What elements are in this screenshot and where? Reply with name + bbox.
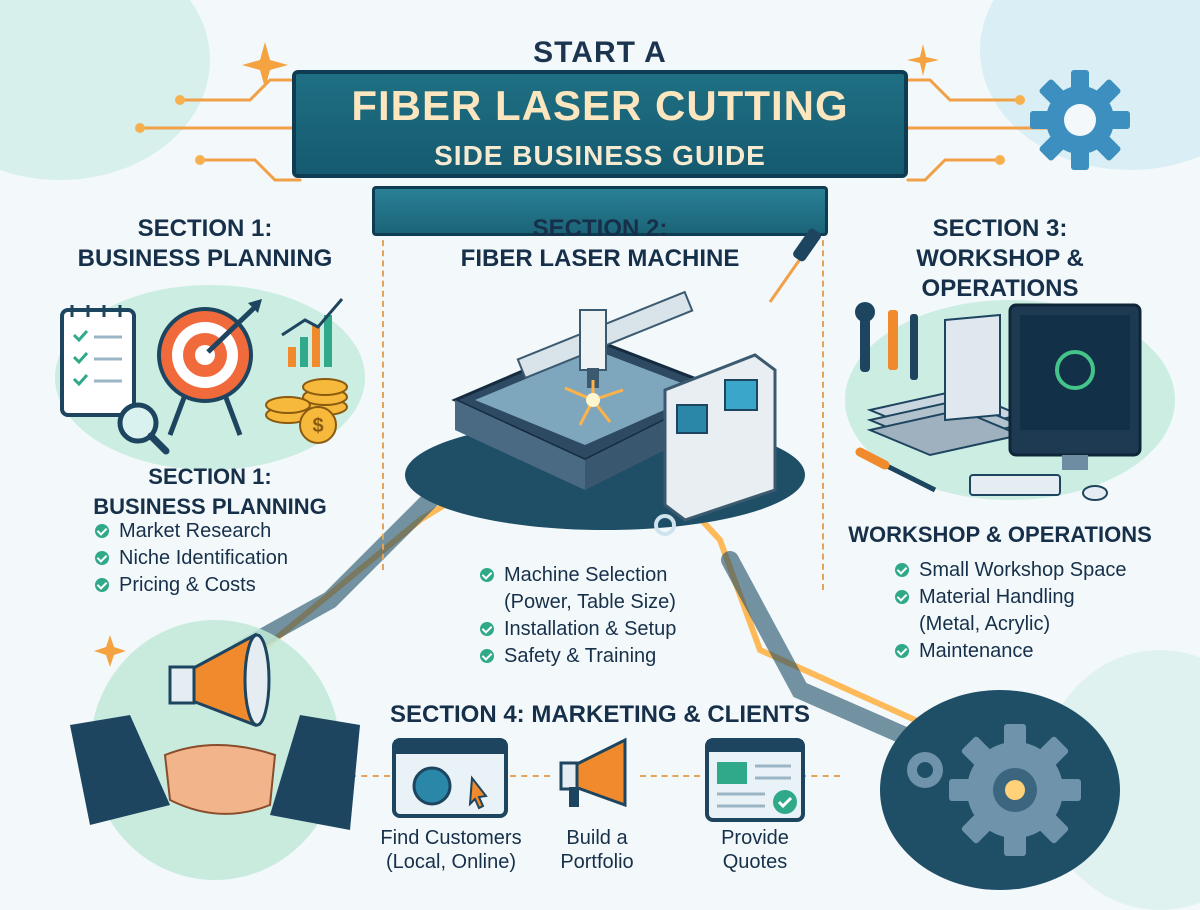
section2-list: Machine Selection (Power, Table Size) In… xyxy=(480,562,676,670)
check-icon xyxy=(895,563,909,577)
list-item: Niche Identification xyxy=(95,545,288,572)
checklist-icon xyxy=(60,305,136,417)
check-icon xyxy=(95,551,109,565)
step-find-customers: Find Customers (Local, Online) xyxy=(380,827,522,873)
section1-list: Market Research Niche Identification Pri… xyxy=(95,518,288,599)
header-line1: START A xyxy=(533,36,667,69)
check-icon xyxy=(480,622,494,636)
list-item: Pricing & Costs xyxy=(95,572,288,599)
sparkle-icon xyxy=(907,44,939,76)
section2-heading: SECTION 2: FIBER LASER MACHINE xyxy=(460,215,740,272)
page-title: FIBER LASER CUTTING xyxy=(351,82,849,129)
svg-text:$: $ xyxy=(312,415,323,437)
title-ribbon xyxy=(292,70,908,236)
sparkle-icon xyxy=(242,42,288,88)
section1-heading: SECTION 1: BUSINESS PLANNING xyxy=(77,215,333,272)
metal-sheets-icon xyxy=(866,313,1024,457)
section4-heading: SECTION 4: MARKETING & CLIENTS xyxy=(389,701,810,728)
list-item: Installation & Setup xyxy=(480,616,676,643)
check-icon xyxy=(895,590,909,604)
growth-chart-icon xyxy=(281,298,344,367)
check-icon xyxy=(480,568,494,582)
handshake-icon xyxy=(70,715,360,830)
website-icon xyxy=(392,738,508,818)
screwdriver-icon xyxy=(855,447,937,493)
list-item: (Metal, Acrylic) xyxy=(919,613,1051,635)
step-provide-quotes: Provide Quotes xyxy=(721,827,789,873)
handshake-illustration xyxy=(70,632,360,830)
tools-icon xyxy=(855,302,918,380)
step-build-portfolio: Build a Portfolio xyxy=(560,827,634,873)
list-item: Machine Selection xyxy=(480,562,676,589)
check-icon xyxy=(95,524,109,538)
check-icon xyxy=(895,644,909,658)
list-item: Small Workshop Space xyxy=(895,557,1127,584)
section3-illustration xyxy=(855,302,1142,501)
section1-subheading: SECTION 1: BUSINESS PLANNING xyxy=(93,464,327,519)
fiber-laser-machine-icon xyxy=(405,290,805,536)
section3-heading: SECTION 3: WORKSHOP & OPERATIONS xyxy=(916,215,1084,302)
gear-icon xyxy=(1030,70,1130,170)
list-item: Safety & Training xyxy=(480,643,676,670)
magnifier-icon xyxy=(117,402,170,455)
coins-icon: $ xyxy=(265,378,348,444)
list-item: Maintenance xyxy=(895,638,1127,665)
section3-subheading: WORKSHOP & OPERATIONS xyxy=(848,522,1152,547)
laser-pen-icon xyxy=(768,228,821,303)
computer-monitor-icon xyxy=(969,303,1142,501)
check-icon xyxy=(95,578,109,592)
megaphone-icon xyxy=(168,632,271,728)
list-item: Market Research xyxy=(95,518,288,545)
list-item: (Power, Table Size) xyxy=(504,591,676,613)
megaphone-icon xyxy=(559,737,627,808)
list-item: Material Handling xyxy=(895,584,1127,611)
target-icon xyxy=(157,299,262,436)
check-icon xyxy=(480,649,494,663)
section3-list: Small Workshop Space Material Handling (… xyxy=(895,557,1127,665)
gear-icon xyxy=(907,724,1081,856)
quote-document-icon xyxy=(705,738,805,822)
section1-illustration: $ xyxy=(60,298,348,455)
page-subtitle: SIDE BUSINESS GUIDE xyxy=(434,140,766,171)
